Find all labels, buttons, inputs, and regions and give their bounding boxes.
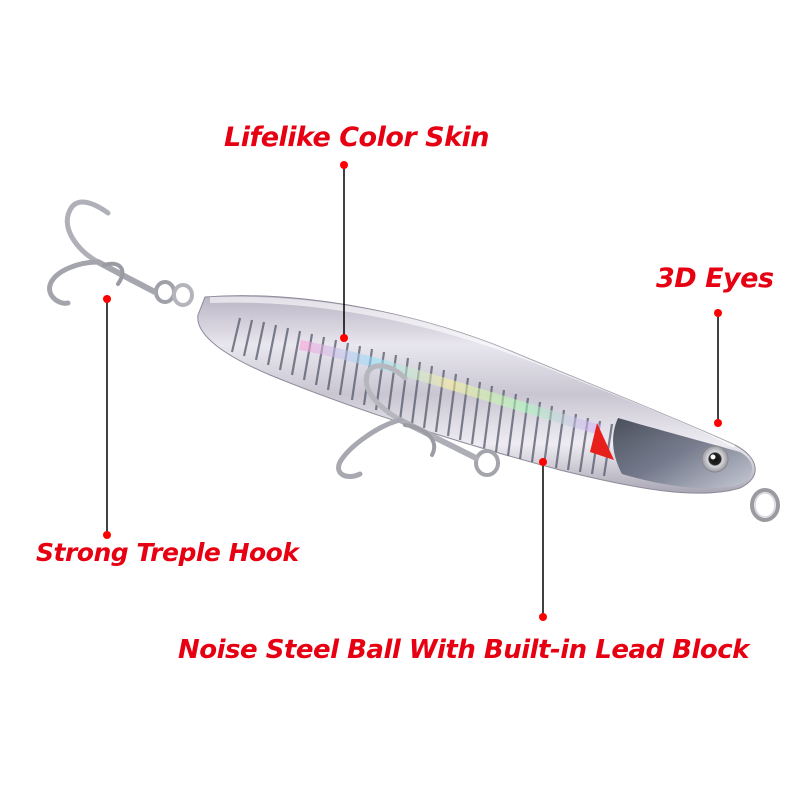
callout-hook bbox=[103, 295, 111, 539]
gill-accent bbox=[590, 423, 614, 460]
eye-icon bbox=[701, 445, 729, 473]
feature-label-3d-eyes: 3D Eyes bbox=[656, 263, 774, 294]
belly-treble-hook bbox=[336, 363, 500, 479]
feature-label-treble-hook: Strong Treple Hook bbox=[36, 538, 299, 567]
lure-body bbox=[197, 295, 756, 494]
feature-label-steel-ball: Noise Steel Ball With Built-in Lead Bloc… bbox=[178, 635, 749, 665]
rear-treble-hook bbox=[47, 199, 194, 307]
callout-eyes bbox=[714, 309, 722, 427]
feature-label-color-skin: Lifelike Color Skin bbox=[224, 122, 490, 153]
split-ring-front bbox=[750, 488, 780, 522]
callout-skin bbox=[340, 161, 348, 342]
callout-steel-ball bbox=[539, 458, 547, 621]
